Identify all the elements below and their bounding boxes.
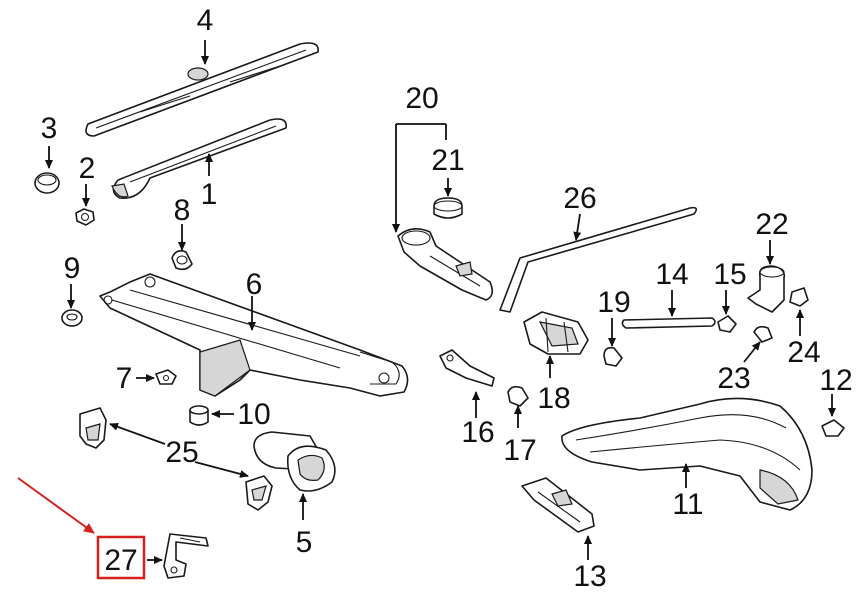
grommet-2-drawing bbox=[61, 309, 83, 327]
callout-labels: 4 1 3 2 8 9 6 7 10 25 5 27 20 21 26 22 1… bbox=[41, 4, 853, 592]
callout-13: 13 bbox=[573, 560, 606, 592]
grommet-3-drawing bbox=[717, 315, 737, 333]
bushing-drawing bbox=[189, 405, 209, 426]
callout-15: 15 bbox=[713, 258, 746, 291]
callout-26: 26 bbox=[563, 182, 596, 215]
cowl-cover-drawing bbox=[561, 397, 813, 511]
tube-drawing bbox=[621, 317, 716, 329]
callout-25: 25 bbox=[165, 436, 198, 469]
callout-3: 3 bbox=[41, 112, 58, 145]
washer-hose-drawing bbox=[499, 206, 698, 313]
clip-drawing bbox=[155, 369, 177, 385]
highlight-arrow bbox=[17, 477, 95, 534]
callout-8: 8 bbox=[174, 194, 191, 227]
callout-12: 12 bbox=[819, 364, 852, 397]
callout-20: 20 bbox=[405, 82, 438, 115]
grommet-drawing bbox=[171, 250, 193, 271]
callout-6: 6 bbox=[246, 268, 263, 301]
mount-drawing-a bbox=[79, 407, 107, 449]
wiper-motor-drawing bbox=[253, 431, 336, 492]
filler-neck-drawing bbox=[397, 228, 494, 301]
callout-19: 19 bbox=[597, 286, 630, 319]
callout-22: 22 bbox=[755, 208, 788, 241]
bracket-2-drawing bbox=[521, 477, 595, 533]
callout-11: 11 bbox=[672, 488, 703, 521]
wiper-blade-drawing bbox=[85, 42, 319, 137]
callout-7: 7 bbox=[116, 362, 133, 395]
callout-10: 10 bbox=[237, 398, 270, 431]
callout-4: 4 bbox=[197, 4, 214, 37]
cap-2-drawing bbox=[603, 346, 623, 367]
bracket-drawing bbox=[163, 533, 209, 579]
callout-18: 18 bbox=[537, 382, 570, 415]
highlight-box bbox=[96, 535, 146, 580]
callout-1: 1 bbox=[201, 178, 218, 211]
callout-9: 9 bbox=[64, 252, 81, 285]
nozzle-drawing bbox=[439, 349, 495, 387]
washer-pump-drawing bbox=[747, 265, 786, 313]
callout-21: 21 bbox=[431, 144, 464, 177]
seal-drawing bbox=[753, 325, 773, 343]
callout-17: 17 bbox=[503, 434, 536, 467]
plug-drawing bbox=[507, 385, 529, 407]
callout-2: 2 bbox=[79, 152, 96, 185]
cap-drawing bbox=[34, 172, 60, 194]
highlight-marker bbox=[17, 477, 146, 580]
leader-lines bbox=[45, 40, 836, 564]
nut-drawing bbox=[75, 208, 95, 226]
callout-5: 5 bbox=[296, 526, 313, 559]
callout-16: 16 bbox=[461, 416, 494, 449]
wiper-linkage-drawing bbox=[99, 273, 409, 397]
reservoir-cap-drawing bbox=[433, 197, 463, 219]
clip-2-drawing bbox=[821, 419, 845, 437]
pump-housing-drawing bbox=[523, 311, 589, 355]
wiper-arm-drawing bbox=[111, 118, 287, 199]
connector-drawing bbox=[789, 287, 809, 307]
callout-23: 23 bbox=[717, 362, 750, 395]
callout-27: 27 bbox=[104, 544, 137, 577]
callout-14: 14 bbox=[655, 258, 688, 291]
mount-drawing-b bbox=[245, 475, 273, 511]
callout-24: 24 bbox=[787, 336, 820, 369]
